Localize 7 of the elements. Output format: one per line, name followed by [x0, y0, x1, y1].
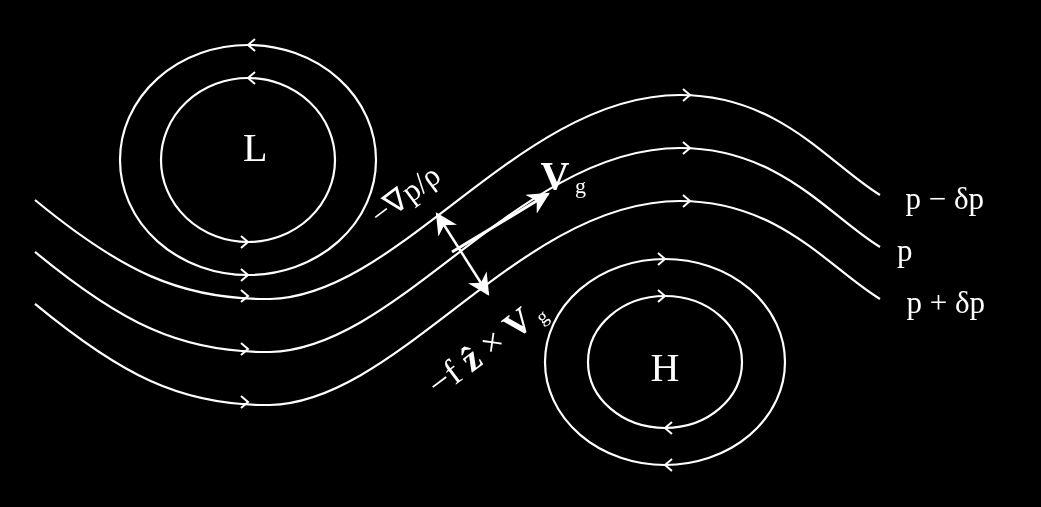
pressure-gradient-label: −∇p/ρ	[364, 158, 446, 230]
isobar-label: p − δp	[905, 182, 985, 214]
velocity-label: V$_{g}$	[540, 155, 586, 197]
isobar-label: p + δp	[906, 286, 986, 318]
high-pressure-label: H	[650, 348, 680, 388]
low-pressure-label: L	[243, 128, 268, 168]
isobar-label: p	[897, 234, 913, 266]
